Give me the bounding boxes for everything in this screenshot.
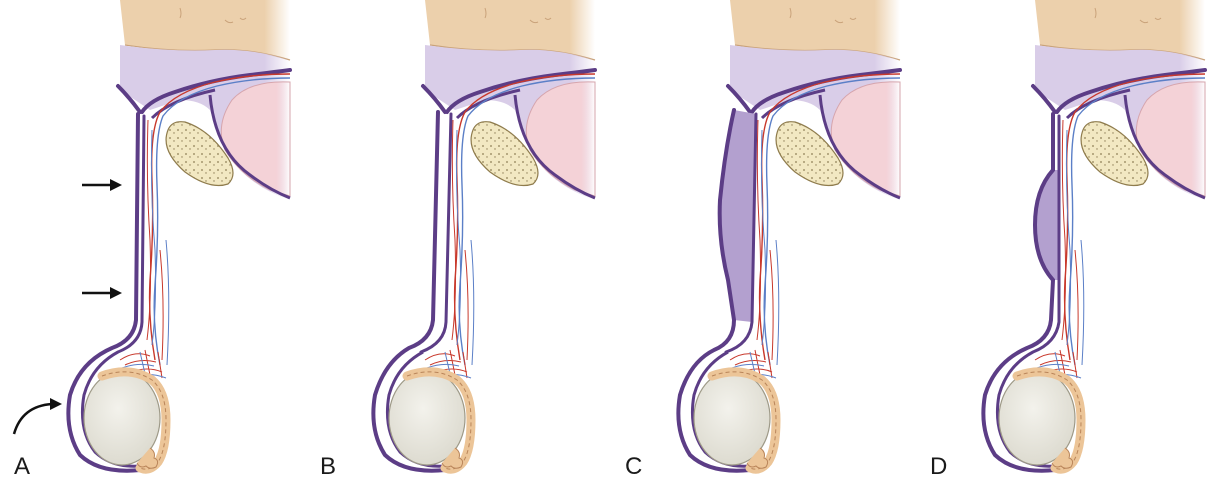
processus-vaginalis-inner	[116, 114, 146, 354]
pampiniform-vein	[153, 77, 291, 366]
processus-vaginalis-inner	[1031, 114, 1061, 354]
abdominal-wall-skin	[1035, 0, 1205, 60]
pampiniform-vein	[763, 77, 901, 366]
vessel-branch	[1061, 119, 1079, 361]
processus-vaginalis-outer	[66, 112, 142, 473]
pampiniform-vein	[458, 77, 596, 366]
panels: A B C D	[12, 0, 1207, 480]
testicular-artery	[758, 73, 901, 361]
epididymis-detail	[406, 371, 472, 470]
bladder	[220, 81, 291, 197]
pubic-bone	[1080, 121, 1149, 187]
bladder	[1135, 81, 1206, 197]
curved-arrow	[12, 402, 53, 435]
arrow-lower-head	[110, 287, 122, 299]
panel-a-arrows	[12, 179, 122, 435]
epididymis-detail	[1016, 371, 1082, 470]
pampiniform-vein	[1068, 77, 1206, 366]
epididymis-tail	[136, 447, 159, 469]
peritoneum-line	[1031, 68, 1207, 114]
peritoneum-lower-line	[208, 94, 291, 200]
epididymis-tail	[1051, 447, 1074, 469]
abdominal-wall-skin	[120, 0, 290, 60]
testicular-artery	[1063, 73, 1206, 361]
bladder	[830, 81, 901, 197]
vessel-branch	[1065, 129, 1085, 366]
epididymis-tail	[746, 447, 769, 469]
peritoneum-line	[421, 68, 597, 114]
pubic-bone	[165, 121, 234, 187]
vessel-branch	[760, 129, 780, 366]
vessel-branch	[455, 129, 475, 366]
peritoneum-inner-line	[455, 88, 521, 120]
vessel-network	[1034, 349, 1078, 379]
arrow-upper-head	[110, 179, 122, 191]
epididymis-detail	[101, 371, 167, 470]
processus-vaginalis-outer	[371, 110, 447, 473]
panel-label-d: D	[930, 453, 947, 480]
processus-vaginalis-inner	[724, 112, 758, 354]
panel-b	[371, 0, 597, 474]
skin-detail	[484, 7, 552, 24]
skin-detail	[1094, 7, 1162, 24]
peritoneum-lower-line	[818, 94, 901, 200]
peritoneum-inner-line	[760, 88, 826, 120]
peritoneum-lower-line	[513, 94, 596, 200]
processus-vaginalis-outer	[981, 112, 1057, 473]
vessel-network	[424, 349, 468, 379]
fluid-collection	[1035, 170, 1059, 280]
vessel-branch	[146, 119, 164, 361]
panel-c	[676, 0, 902, 474]
skin-detail	[789, 7, 857, 24]
panel-label-b: B	[320, 453, 336, 480]
skin-detail	[179, 7, 247, 24]
processus-vaginalis-outer	[676, 108, 752, 473]
bladder	[525, 81, 596, 197]
processus-vaginalis-inner	[419, 112, 453, 354]
peritoneum-inner-line	[1065, 88, 1131, 120]
panel-label-a: A	[14, 453, 30, 480]
epididymis-detail	[711, 371, 777, 470]
peritoneum-lower-line	[1123, 94, 1206, 200]
fluid-collection	[719, 110, 756, 322]
pubic-bone	[470, 121, 539, 187]
testicular-artery	[453, 73, 596, 361]
vessel-network	[119, 349, 163, 379]
curved-arrow-head	[50, 398, 62, 410]
peritoneum-inner-line	[150, 88, 216, 120]
pubic-bone	[775, 121, 844, 187]
abdominal-wall-skin	[425, 0, 595, 60]
panel-a	[66, 0, 292, 474]
abdominal-wall-skin	[730, 0, 900, 60]
peritoneum-line	[116, 68, 292, 114]
testicular-artery	[148, 73, 291, 361]
vessel-network	[729, 349, 773, 379]
vessel-branch	[451, 119, 469, 361]
vessel-branch	[150, 129, 170, 366]
peritoneum-line	[726, 68, 902, 114]
epididymis-tail	[441, 447, 464, 469]
panel-d	[981, 0, 1207, 474]
vessel-branch	[756, 119, 774, 361]
panel-label-c: C	[625, 453, 642, 480]
